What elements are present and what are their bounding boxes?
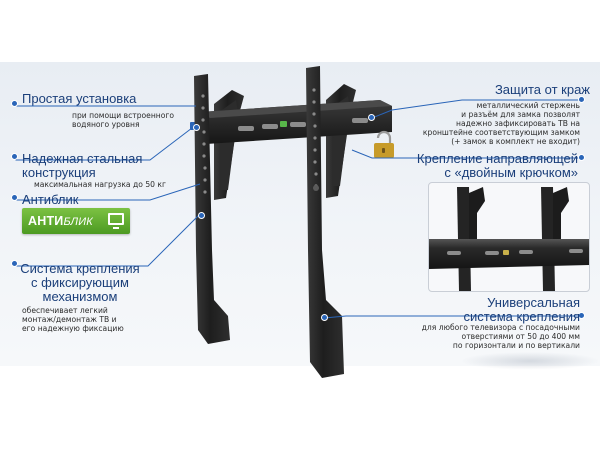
bubble-level-icon bbox=[280, 121, 287, 127]
universal-desc: для любого телевизора с посадочными отве… bbox=[421, 323, 580, 350]
callout-dot bbox=[11, 260, 18, 267]
steel-title: Надежная стальная конструкция bbox=[22, 151, 143, 180]
callout-dot bbox=[11, 194, 18, 201]
easy-install-desc: при помощи встроенного водяного уровня bbox=[72, 111, 175, 129]
theft-desc: металлический стержень и разъём для замк… bbox=[422, 101, 580, 146]
callout-dot bbox=[11, 153, 18, 160]
universal-title: Универсальная система крепления bbox=[463, 295, 580, 324]
double-hook-closeup-illustration bbox=[429, 187, 589, 291]
callout-dot bbox=[368, 114, 375, 121]
callout-dot bbox=[578, 312, 585, 319]
left-vertical-strap bbox=[194, 74, 230, 344]
floor-shadow bbox=[460, 352, 600, 370]
right-vertical-strap bbox=[306, 66, 344, 378]
horizontal-rail bbox=[190, 100, 392, 144]
antiglare-title: Антиблик bbox=[22, 192, 79, 207]
fixing-desc: обеспечивает легкий монтаж/демонтаж ТВ и… bbox=[22, 306, 124, 333]
hook-title: Крепление направляющей с «двойным крючко… bbox=[416, 151, 578, 180]
easy-install-title: Простая установка bbox=[22, 91, 137, 106]
padlock-icon bbox=[374, 130, 394, 158]
callout-dot bbox=[11, 100, 18, 107]
right-tilt-arm bbox=[326, 84, 356, 198]
fixing-title: Система крепления с фиксирующим механизм… bbox=[20, 261, 140, 304]
callout-dot bbox=[198, 212, 205, 219]
callout-dot bbox=[193, 124, 200, 131]
callout-dot bbox=[578, 154, 585, 161]
tv-icon bbox=[108, 213, 124, 229]
left-tilt-arm bbox=[214, 90, 244, 200]
antiglare-badge: АНТИБЛИК bbox=[22, 208, 130, 234]
double-hook-closeup bbox=[428, 182, 590, 292]
callout-dot bbox=[578, 96, 585, 103]
callout-dot bbox=[321, 314, 328, 321]
steel-desc: максимальная нагрузка до 50 кг bbox=[34, 180, 166, 189]
theft-title: Защита от краж bbox=[494, 82, 590, 97]
